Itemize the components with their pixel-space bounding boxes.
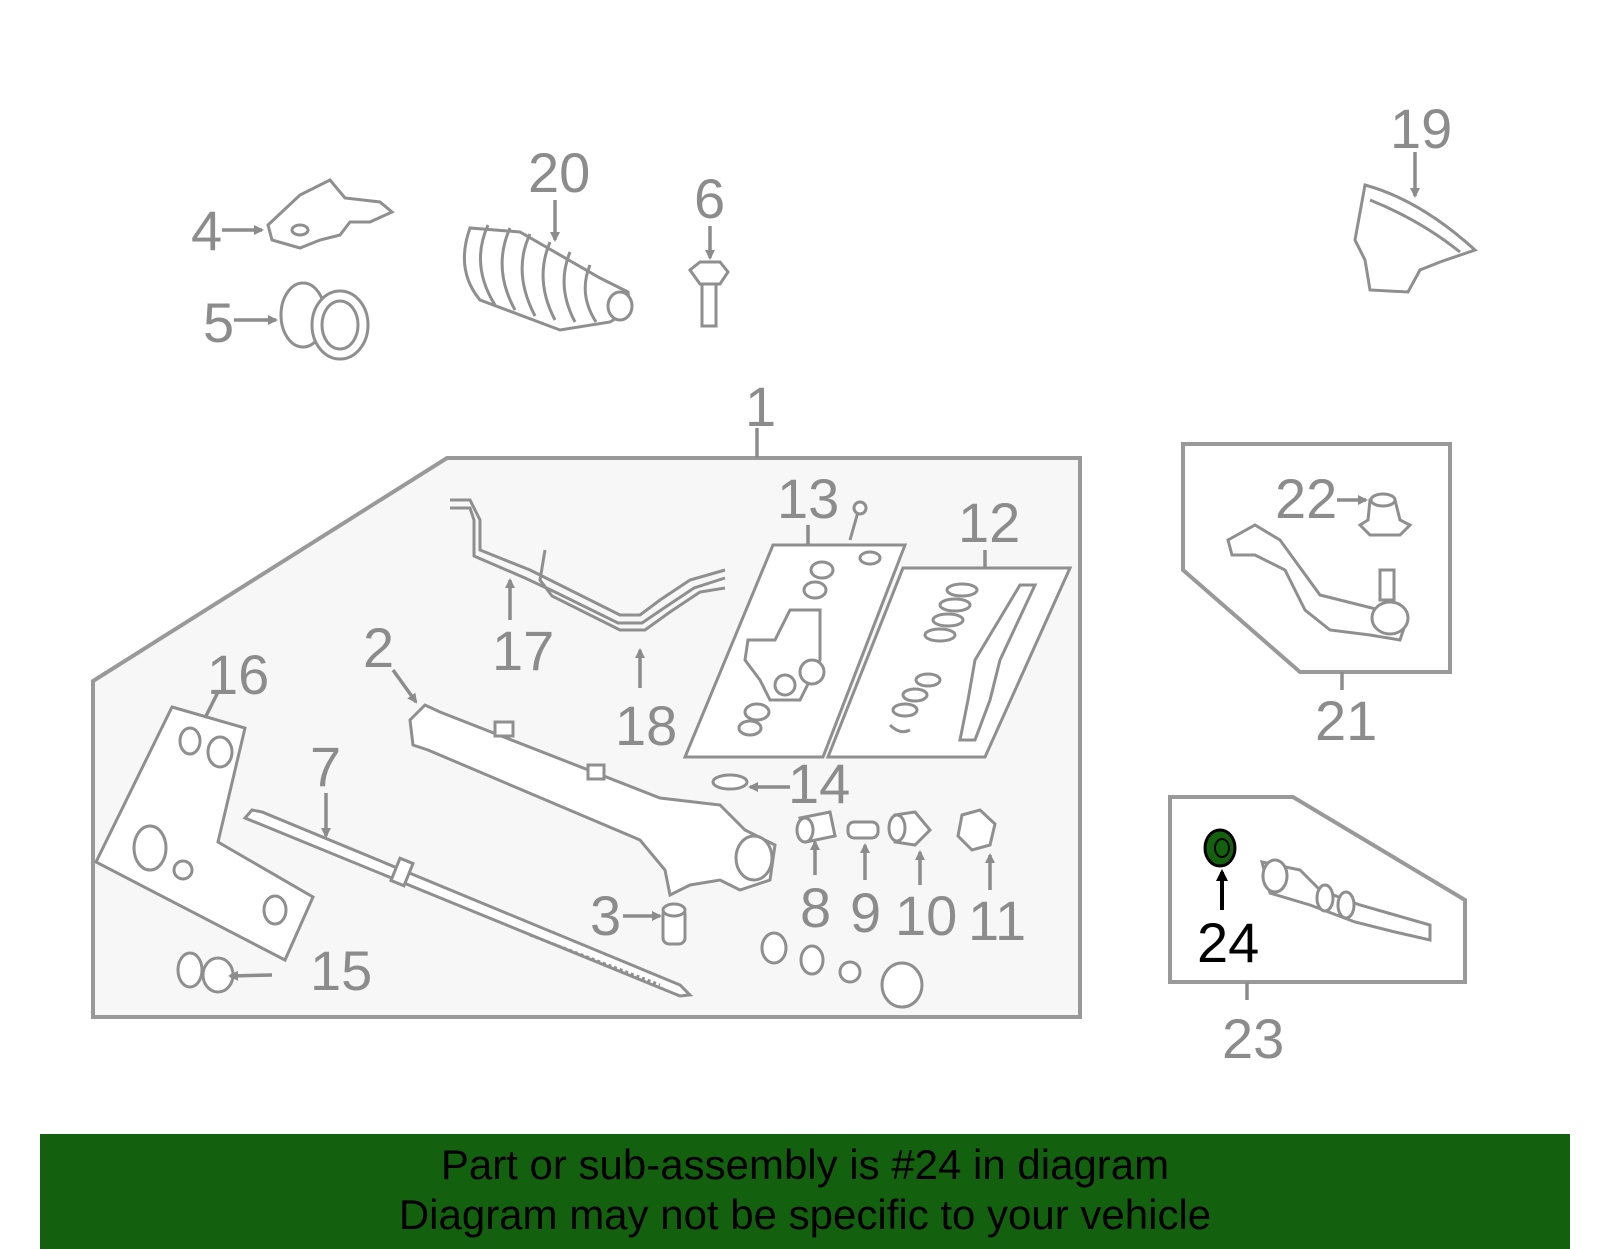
callout-12: 12 xyxy=(958,491,1020,554)
callout-22: 22 xyxy=(1275,467,1337,530)
small-parts-cluster xyxy=(760,931,924,1009)
part-21-tie-rod-end-box xyxy=(1181,442,1452,690)
callout-3: 3 xyxy=(590,884,621,947)
part-12-seal-kit xyxy=(825,550,1073,759)
callout-6: 6 xyxy=(694,167,725,230)
part-8-guide xyxy=(795,810,837,875)
callout-9: 9 xyxy=(850,881,881,944)
callout-4: 4 xyxy=(191,199,222,262)
callout-2: 2 xyxy=(363,616,394,679)
banner-line-2: Diagram may not be specific to your vehi… xyxy=(398,1191,1212,1238)
callout-10: 10 xyxy=(895,884,957,947)
part-24-highlighted-seal[interactable] xyxy=(1203,828,1237,910)
part-17-18-feed-lines xyxy=(450,498,726,688)
callout-15: 15 xyxy=(310,939,372,1002)
callout-1: 1 xyxy=(745,375,776,438)
part-22-nut xyxy=(1337,492,1413,537)
part-5-bushing xyxy=(234,281,370,361)
callout-23: 23 xyxy=(1222,1007,1284,1070)
callout-14: 14 xyxy=(788,752,850,815)
callout-13: 13 xyxy=(777,467,839,530)
banner-line-1: Part or sub-assembly is #24 in diagram xyxy=(440,1141,1170,1188)
callout-24: 24 xyxy=(1197,911,1259,974)
callout-5: 5 xyxy=(203,291,234,354)
part-20-boot xyxy=(462,200,634,332)
part-9-spring xyxy=(846,820,880,880)
part-10-plug xyxy=(887,810,933,885)
part-13-valve-kit xyxy=(682,500,908,759)
part-16-seal-kit xyxy=(94,691,315,963)
part-19-grommet xyxy=(1353,152,1478,294)
part-6-bolt xyxy=(687,226,730,328)
part-23-tie-rod-box xyxy=(1168,795,1467,1000)
part-notice-banner: Part or sub-assembly is #24 in diagram D… xyxy=(40,1134,1570,1249)
part-4-bracket xyxy=(222,178,395,250)
callout-21: 21 xyxy=(1315,689,1377,752)
callout-20: 20 xyxy=(528,141,590,204)
part-15-nut xyxy=(176,951,273,994)
callout-8: 8 xyxy=(800,876,831,939)
callout-19: 19 xyxy=(1390,97,1452,160)
callout-18: 18 xyxy=(615,694,677,757)
part-11-locknut xyxy=(956,808,997,890)
callout-labels: 1 2 3 4 5 6 7 8 9 10 11 12 13 14 15 16 1… xyxy=(191,97,1452,1070)
callout-17: 17 xyxy=(492,619,554,682)
callout-16: 16 xyxy=(207,643,269,706)
callout-7: 7 xyxy=(310,735,341,798)
part-14-o-ring xyxy=(711,773,790,792)
part-7-rack xyxy=(242,793,694,998)
part-3-mount-bushing xyxy=(623,902,687,946)
callout-11: 11 xyxy=(968,889,1026,952)
part-2-gear-housing xyxy=(391,668,777,898)
